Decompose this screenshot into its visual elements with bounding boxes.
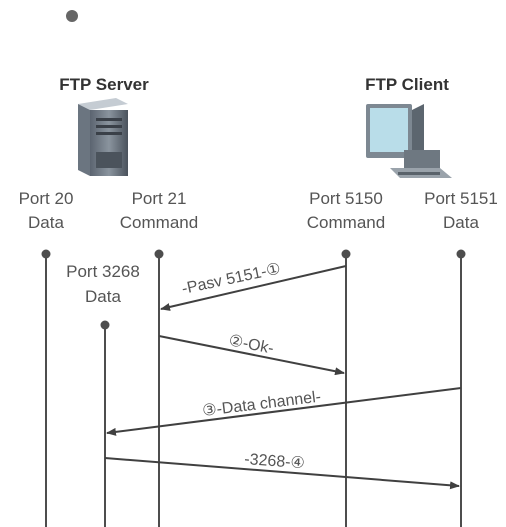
- role-label-server-data: Data: [28, 213, 64, 232]
- desktop-computer-icon: [366, 104, 452, 178]
- message-pasv: -Pasv 5151-①: [160, 260, 347, 311]
- server-tower-icon: [78, 98, 128, 176]
- role-label-client-command: Command: [307, 213, 385, 232]
- lifeline-client-data: [456, 249, 466, 527]
- role-label-client-data: Data: [443, 213, 479, 232]
- message-data-channel-label: ③-Data channel-: [201, 389, 321, 420]
- port-label-server-command: Port 21: [132, 189, 187, 208]
- message-3268-label: -3268-④: [244, 451, 306, 472]
- role-label-server-command: Command: [120, 213, 198, 232]
- port-label-server-data: Port 20: [19, 189, 74, 208]
- bullet-dot: [66, 10, 78, 22]
- client-title: FTP Client: [365, 75, 449, 94]
- port-label-client-command: Port 5150: [309, 189, 383, 208]
- lifeline-server-data: [41, 249, 51, 527]
- lifeline-client-command: [341, 249, 351, 527]
- lifeline-server-command: [154, 249, 164, 527]
- message-ok: ②-Ok-: [158, 332, 345, 376]
- lifeline-server-passive: [100, 320, 110, 527]
- message-data-channel: ③-Data channel-: [106, 387, 462, 436]
- role-label-server-passive: Data: [85, 287, 121, 306]
- message-3268: -3268-④: [104, 451, 460, 490]
- server-title: FTP Server: [59, 75, 149, 94]
- port-label-client-data: Port 5151: [424, 189, 498, 208]
- port-label-server-passive: Port 3268: [66, 262, 140, 281]
